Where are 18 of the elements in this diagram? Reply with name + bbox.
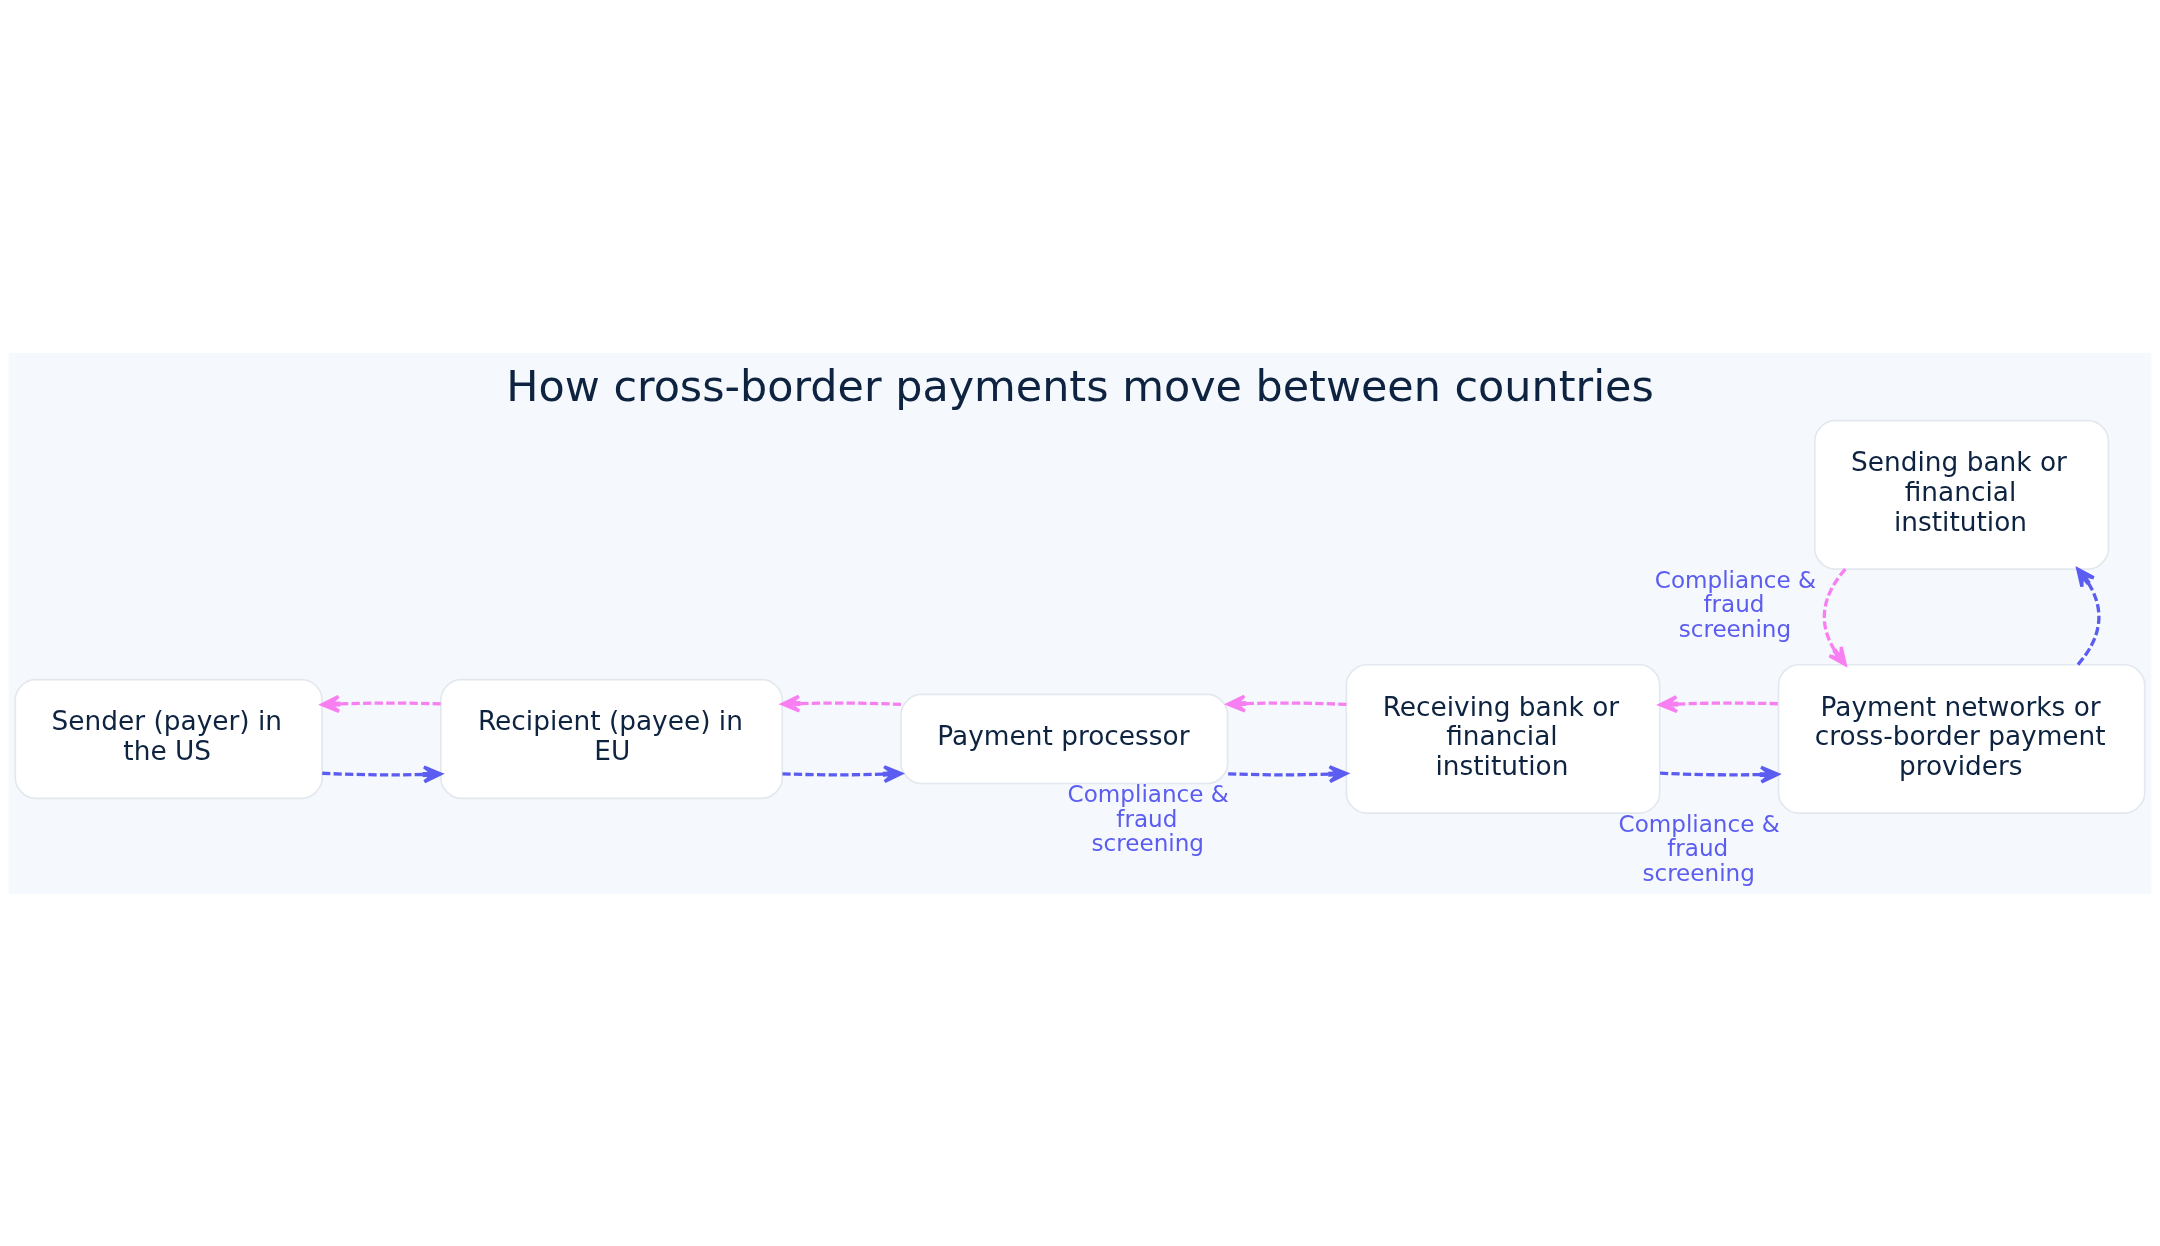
arrow [320, 694, 441, 713]
node-box: Sending bank or financial institution [1813, 419, 2110, 570]
arrow [1228, 764, 1348, 783]
node-box: Recipient (payee) in EU [440, 678, 784, 799]
arrow [1660, 765, 1780, 784]
node-box: Receiving bank or financial institution [1345, 663, 1661, 814]
node-box: Payment processor [900, 693, 1229, 784]
arrow [780, 694, 902, 713]
arrow [2076, 566, 2101, 666]
node-box: Payment networks or cross-border payment providers [1777, 663, 2146, 814]
node-label: Compliance & fraud screening [1654, 566, 1816, 642]
arrow [782, 764, 903, 783]
arrow [1226, 694, 1347, 713]
arrow [1658, 694, 1778, 713]
arrow [322, 764, 443, 783]
arrow [1822, 567, 1847, 666]
diagram-title: How cross-border payments move between countries [506, 360, 1654, 410]
node-box: Sender (payer) in the US [14, 678, 323, 799]
